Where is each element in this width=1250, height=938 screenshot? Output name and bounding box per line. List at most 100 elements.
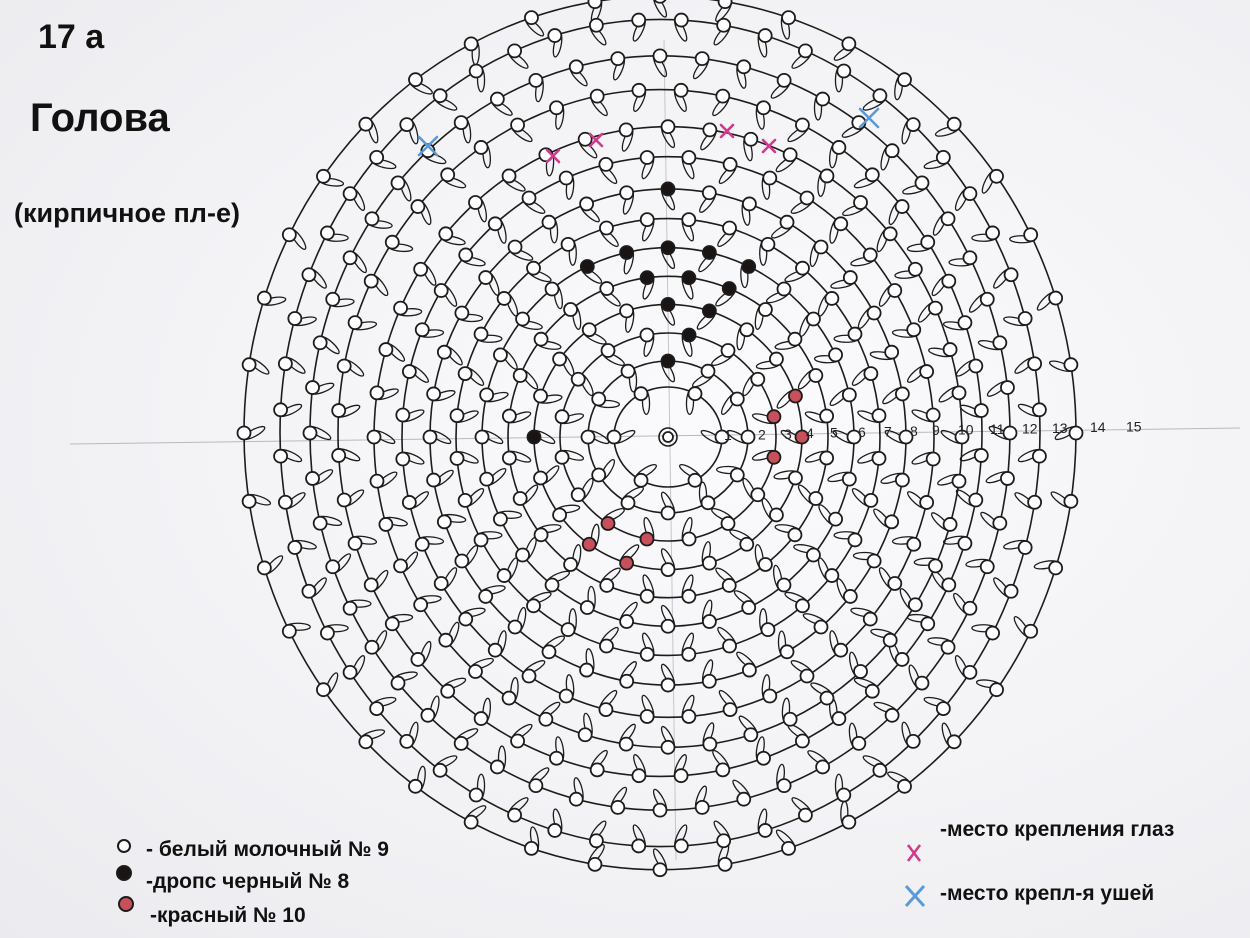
ring-number-label: 14 <box>1090 419 1106 435</box>
ring-number-label: 8 <box>910 423 918 439</box>
white-bead <box>920 616 936 632</box>
white-bead <box>813 239 829 255</box>
white-bead <box>862 611 878 627</box>
white-bead <box>660 739 676 755</box>
white-bead <box>716 833 732 849</box>
white-bead <box>579 662 594 678</box>
white-bead <box>652 48 668 64</box>
white-bead <box>413 597 429 613</box>
white-bead <box>599 220 614 236</box>
white-bead <box>599 281 615 296</box>
white-bead <box>1003 267 1019 283</box>
ring-line <box>401 155 935 719</box>
white-bead <box>473 711 489 726</box>
ring-number-label: 13 <box>1052 420 1068 436</box>
white-bead <box>757 823 773 838</box>
white-bead <box>316 168 331 184</box>
white-bead <box>756 100 771 116</box>
white-bead <box>808 368 824 383</box>
white-bead <box>493 347 508 363</box>
white-bead <box>521 190 537 206</box>
white-bead <box>558 688 574 704</box>
pattern-number: 17 а <box>38 18 105 56</box>
white-bead <box>769 351 784 367</box>
white-bead <box>331 448 347 463</box>
white-bead <box>433 576 449 591</box>
white-bead <box>742 662 757 678</box>
white-bead <box>563 557 578 572</box>
marker-stroke <box>858 107 880 129</box>
white-bead <box>363 273 379 289</box>
white-bead <box>863 492 879 508</box>
ring-line <box>337 88 983 778</box>
white-bead <box>320 225 335 241</box>
white-bead <box>736 791 752 807</box>
black-bead <box>741 259 757 274</box>
white-bead <box>882 226 898 242</box>
white-bead <box>897 778 912 794</box>
white-bead <box>687 472 703 488</box>
white-bead <box>378 342 394 357</box>
white-bead <box>925 451 941 467</box>
ear-attachment-marker <box>417 135 439 157</box>
white-bead <box>957 315 973 331</box>
white-bead <box>347 315 363 331</box>
white-bead <box>305 380 320 395</box>
marker-stroke <box>906 844 922 862</box>
white-bead <box>906 536 922 552</box>
white-bead <box>526 260 541 276</box>
white-bead <box>864 683 880 699</box>
white-bead <box>946 734 962 750</box>
white-bead <box>905 117 921 133</box>
white-bead <box>884 143 900 159</box>
white-bead <box>806 311 821 327</box>
white-bead <box>554 409 570 425</box>
white-bead <box>414 536 430 552</box>
white-bead <box>364 211 380 227</box>
white-bead <box>1017 311 1033 326</box>
red-bead <box>788 388 803 404</box>
white-bead <box>449 408 465 423</box>
white-bead <box>702 555 717 571</box>
white-bead <box>533 331 549 347</box>
white-bead <box>589 88 605 104</box>
red-bead <box>600 516 616 531</box>
white-bead <box>599 638 614 654</box>
white-bead <box>758 302 773 317</box>
legend-eyes-label: -место крепления глаз <box>940 818 1175 841</box>
white-bead <box>325 559 341 575</box>
white-bead <box>722 157 738 172</box>
white-bead <box>378 517 394 532</box>
red-bead <box>619 555 634 571</box>
white-bead <box>760 236 776 252</box>
white-bead <box>501 408 517 424</box>
white-bead <box>769 507 784 523</box>
center-ring <box>658 427 678 447</box>
marker-stroke <box>719 123 735 139</box>
white-bead <box>660 562 676 577</box>
white-bead <box>841 387 857 403</box>
horizontal-guide-line <box>69 427 1241 445</box>
red-bead <box>581 536 597 552</box>
white-bead <box>560 236 576 252</box>
white-bead <box>507 619 523 635</box>
white-bead <box>776 577 792 593</box>
white-bead <box>473 140 489 155</box>
white-bead <box>454 553 470 569</box>
white-bead <box>946 116 962 132</box>
white-bead <box>526 598 541 614</box>
white-bead <box>570 487 586 503</box>
white-bead <box>722 702 738 717</box>
white-bead <box>925 407 941 423</box>
white-bead <box>478 589 494 604</box>
white-bead <box>453 115 469 131</box>
white-bead <box>720 516 736 531</box>
white-bead <box>798 807 813 823</box>
white-bead <box>369 385 385 401</box>
center-bead <box>662 431 674 443</box>
white-bead <box>236 425 252 441</box>
white-bead <box>433 283 449 298</box>
white-bead <box>479 471 495 487</box>
white-bead <box>776 72 792 88</box>
